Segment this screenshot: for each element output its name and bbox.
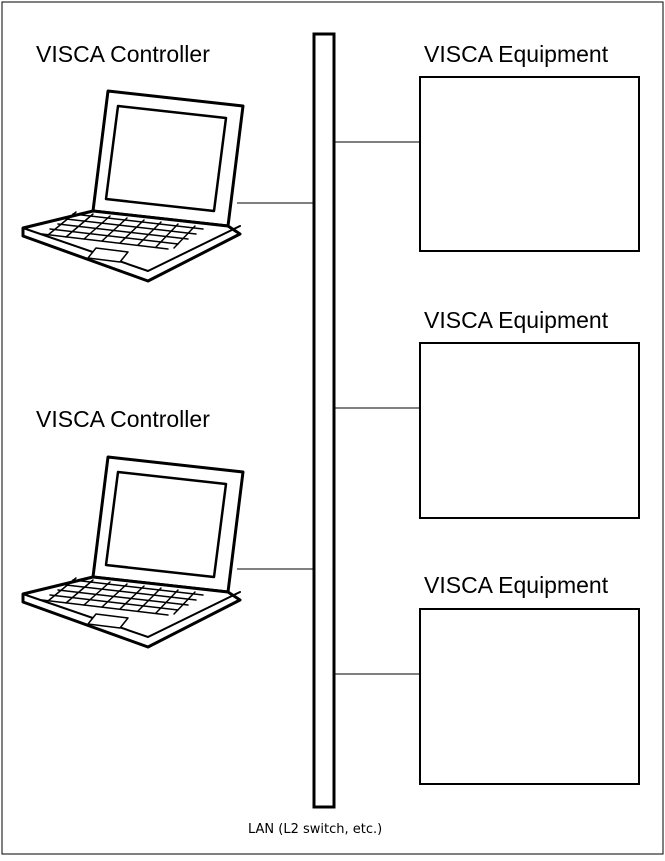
equipment-label-3: VISCA Equipment	[424, 572, 609, 598]
equipment-label-1: VISCA Equipment	[424, 41, 609, 67]
lan-bus	[312, 32, 336, 809]
laptop-icon	[21, 455, 245, 649]
equipment-label-2: VISCA Equipment	[424, 307, 609, 333]
controller-label-2: VISCA Controller	[36, 406, 210, 432]
laptop-icon	[21, 89, 245, 283]
equipment-box-2	[419, 342, 640, 519]
equipment-box-3	[419, 608, 640, 785]
lan-label: LAN (L2 switch, etc.)	[248, 822, 383, 837]
controller-label-1: VISCA Controller	[36, 41, 210, 67]
equipment-box-1	[419, 76, 640, 252]
